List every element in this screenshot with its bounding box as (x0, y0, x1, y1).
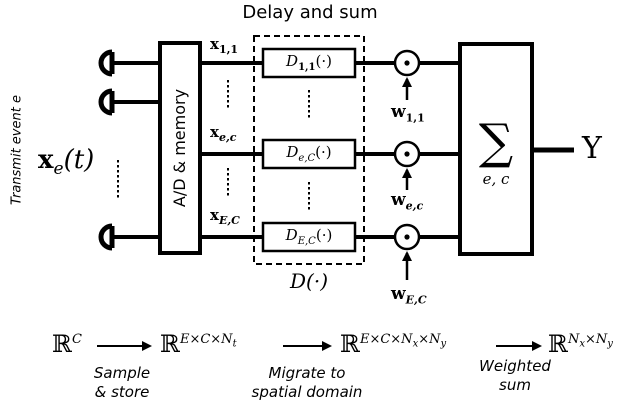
input-label-1: x1,1 (210, 35, 239, 56)
input-label-ellipsis-2 (227, 168, 229, 196)
multiplier-dots (404, 60, 410, 240)
space-3: ℝE×C×Nx×Ny (340, 330, 447, 358)
delay-label-2: De,C(·) (286, 143, 332, 164)
transducer-elements (98, 49, 115, 251)
input-label-ellipsis-1 (227, 80, 229, 110)
input-label-2: xe,c (210, 123, 237, 144)
delay-ellipsis-2 (308, 182, 310, 210)
space-2: ℝE×C×Nt (160, 330, 237, 358)
weight-label-1: w1,1 (391, 102, 425, 125)
delay-label-1: D1,1(·) (286, 52, 332, 73)
channel-lines (200, 61, 460, 239)
weight-label-2: we,c (391, 190, 424, 213)
delay-group-box (253, 35, 365, 265)
delay-box-3 (261, 221, 357, 253)
transducer-3 (98, 223, 113, 251)
sum-symbol: ∑ (478, 114, 514, 170)
input-signal-label: xe(t) (38, 145, 95, 180)
adc-memory-box (158, 41, 202, 255)
transducer-1 (98, 49, 113, 77)
step-caption-1: Sample& store (93, 364, 151, 401)
summation-box (458, 42, 534, 256)
transducer-2 (98, 88, 113, 116)
weight-label-3: wE,C (391, 284, 427, 307)
diagram-title: Delay and sum (242, 2, 378, 23)
delay-group-label: D(·) (290, 269, 328, 293)
transducer-ellipsis (117, 160, 119, 200)
delay-box-1 (261, 47, 357, 79)
adc-memory-label: A/D & memory (170, 88, 189, 208)
input-lines (112, 61, 160, 239)
space-1: ℝC (52, 330, 82, 358)
sum-subscript: e, c (482, 170, 510, 188)
transmit-event-label: Transmit event e (9, 95, 25, 205)
delay-box-2 (261, 138, 357, 170)
output-label: Y (582, 131, 602, 166)
input-label-3: xE,C (210, 206, 240, 227)
delay-ellipsis-1 (308, 90, 310, 118)
space-4: ℝNx×Ny (548, 330, 613, 358)
delay-label-3: DE,C(·) (285, 226, 333, 247)
